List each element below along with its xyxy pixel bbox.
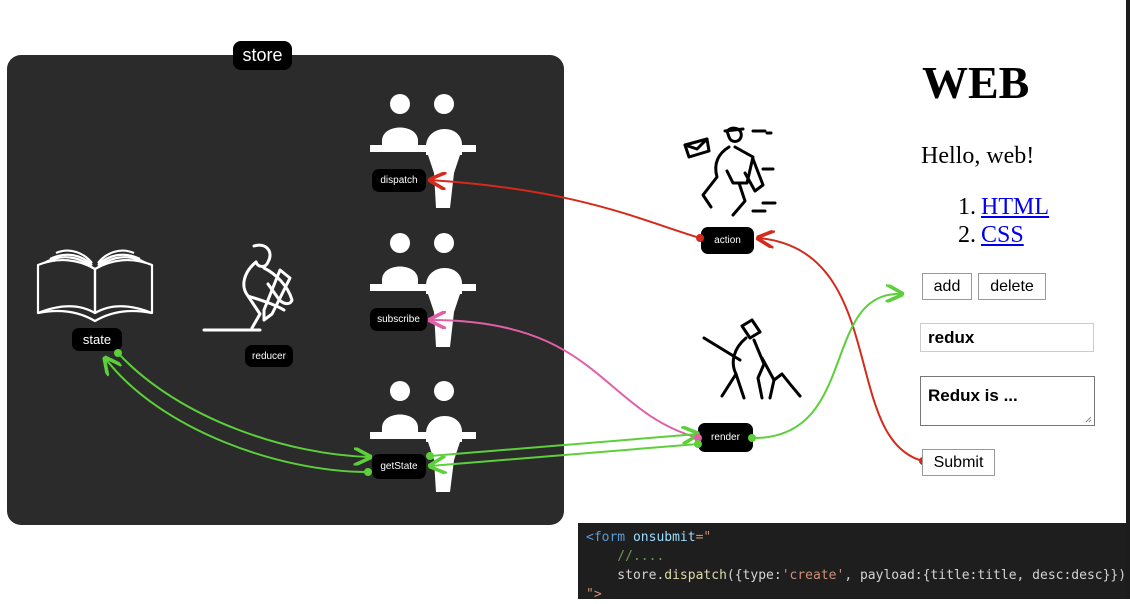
book-icon [36,249,154,323]
code-close: "> [586,587,602,602]
window-edge [1126,0,1130,599]
html-link[interactable]: HTML [981,194,1049,220]
subscribe-node: subscribe [370,308,427,331]
code-function: dispatch [664,568,727,583]
action-node: action [701,227,754,254]
code-tag: <form [586,530,633,545]
web-topic-list: 1.HTML 2.CSS [958,193,1049,249]
web-title: WEB [922,57,1030,108]
dispatch-node: dispatch [372,169,426,192]
code-quote: =" [695,530,712,545]
writer-icon [202,243,294,332]
arrow-state-to-getstate [117,352,370,457]
desc-textarea[interactable]: Redux is ... [920,376,1095,426]
list-number: 1. [958,194,976,220]
state-node: state [72,328,122,351]
css-link[interactable]: CSS [981,222,1024,248]
reducer-node: reducer [245,345,293,367]
code-string: 'create' [781,568,845,583]
arrow-getstate-to-state [105,358,369,473]
code-args-b: , payload:{title:title, desc:desc}}); [844,568,1130,583]
getstate-node: getState [372,454,426,479]
code-attr: onsubmit [632,530,696,545]
list-item: 1.HTML [958,193,1049,221]
arrow-render-to-subscribe [430,320,699,439]
code-snippet: <form onsubmit=" //.... store.dispatch({… [578,523,1130,602]
web-hello-text: Hello, web! [921,143,1035,169]
desc-text: Redux is ... [928,386,1018,405]
delete-button[interactable]: delete [978,273,1046,300]
courier-icon [683,126,777,217]
title-input[interactable]: redux [920,323,1094,352]
code-args-a: ({type: [726,568,782,583]
resize-grip-icon[interactable] [1085,416,1092,423]
worker-icon [702,318,802,400]
arrow-render-to-web [751,294,902,440]
store-label: store [233,41,292,70]
code-object: store. [586,568,665,583]
arrow-getstate-to-render [429,434,698,457]
list-number: 2. [958,222,976,248]
list-item: 2.CSS [958,221,1049,249]
code-comment: //.... [586,549,665,564]
counter-dispatch-icon [370,94,476,208]
add-button[interactable]: add [922,273,972,300]
render-node: render [698,423,753,452]
arrow-render-to-getstate [430,443,699,466]
arrow-submit-to-action [758,238,924,462]
arrow-action-to-dispatch [430,180,701,239]
submit-button[interactable]: Submit [922,449,995,476]
